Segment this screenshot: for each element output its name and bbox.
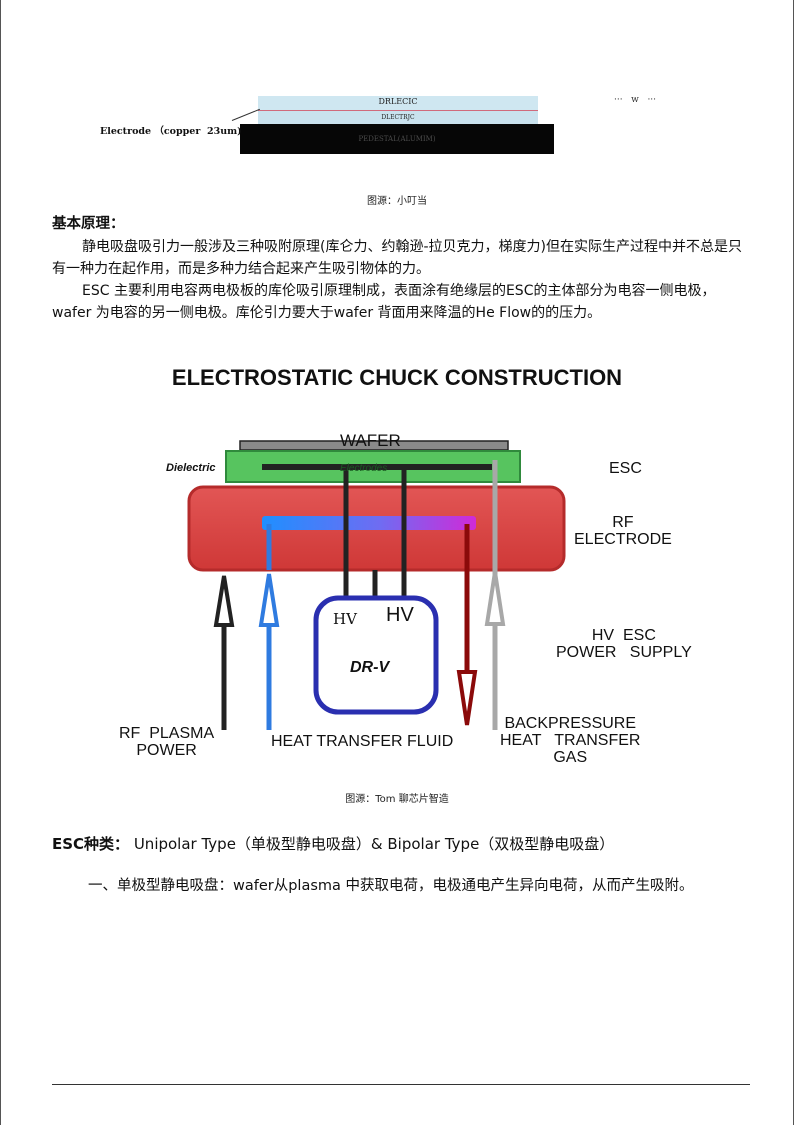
principle-heading: 基本原理： <box>52 216 125 232</box>
figure-caption-1: 图源：小叮当 <box>367 196 427 207</box>
dielectric-label: Dielectric <box>166 462 216 474</box>
esc-construction-diagram: WAFER Dielectric Electrodes ESC RF ELECT… <box>0 420 794 780</box>
layer-mid-label: DLECTRJC <box>381 114 415 121</box>
esc-layer-figure: DRLECIC DLECTRJC PEDESTAL(ALUMIM) Electr… <box>0 0 794 160</box>
electrodes-label: Electrodes <box>340 463 388 474</box>
hv-large-label: HV <box>386 604 414 626</box>
principle-text: 静电吸盘吸引力一般涉及三种吸附原理(库仑力、约翰逊-拉贝克力，梯度力)但在实际生… <box>52 236 742 324</box>
electrode-pointer-line <box>231 108 261 121</box>
esc-types-text: Unipolar Type（单极型静电吸盘）& Bipolar Type（双极型… <box>129 835 615 853</box>
principle-paragraph-2: ESC 主要利用电容两电极板的库伦吸引原理制成，表面涂有绝缘层的ESC的主体部分… <box>52 283 716 321</box>
rf-plasma-label: RF PLASMA POWER <box>119 725 215 759</box>
footer-rule <box>52 1084 750 1085</box>
unipolar-section: 一、单极型静电吸盘：wafer从plasma 中获取电荷，电极通电产生异向电荷，… <box>52 873 742 899</box>
electrode-label: Electrode （copper 23um) <box>100 126 242 137</box>
hv-small-label: HV <box>333 610 357 628</box>
esc-types-line: ESC种类： Unipolar Type（单极型静电吸盘）& Bipolar T… <box>52 833 614 854</box>
heat-fluid-label: HEAT TRANSFER FLUID <box>271 733 454 750</box>
cooling-channel <box>262 516 476 530</box>
backpressure-label: BACKPRESSURE HEAT TRANSFER GAS <box>500 715 641 766</box>
principle-paragraph-1: 静电吸盘吸引力一般涉及三种吸附原理(库仑力、约翰逊-拉贝克力，梯度力)但在实际生… <box>52 239 742 277</box>
pedestal-label: PEDESTAL(ALUMIM) <box>358 135 436 143</box>
unipolar-paragraph: 一、单极型静电吸盘：wafer从plasma 中获取电荷，电极通电产生异向电荷，… <box>88 878 694 894</box>
layer-top-label: DRLECIC <box>378 97 418 106</box>
rf-power-arrowhead <box>213 575 235 627</box>
fluid-outlet-arrowhead <box>456 670 478 726</box>
pedestal-block: PEDESTAL(ALUMIM) <box>240 124 554 154</box>
dielectric-mid-layer: DLECTRJC <box>258 111 538 124</box>
esc-label: ESC <box>609 460 642 477</box>
diagram-graphics <box>187 440 566 730</box>
page-border-left <box>0 0 1 1125</box>
fluid-inlet-arrowhead <box>258 573 280 627</box>
esc-types-label: ESC种类： <box>52 835 130 853</box>
figure-caption-2: 图源：Tom 聊芯片智造 <box>345 794 449 805</box>
width-indicator: ··· w ··· <box>614 95 657 105</box>
wafer-label: WAFER <box>340 431 401 450</box>
gas-arrowhead <box>484 571 506 626</box>
drv-power-box <box>313 595 439 715</box>
dielectric-top-layer: DRLECIC <box>258 96 538 111</box>
rf-electrode-label: RF ELECTRODE <box>574 514 672 548</box>
diagram-title: ELECTROSTATIC CHUCK CONSTRUCTION <box>171 365 623 390</box>
hv-supply-label: HV ESC POWER SUPPLY <box>556 627 692 661</box>
drv-label: DR-V <box>350 659 390 676</box>
